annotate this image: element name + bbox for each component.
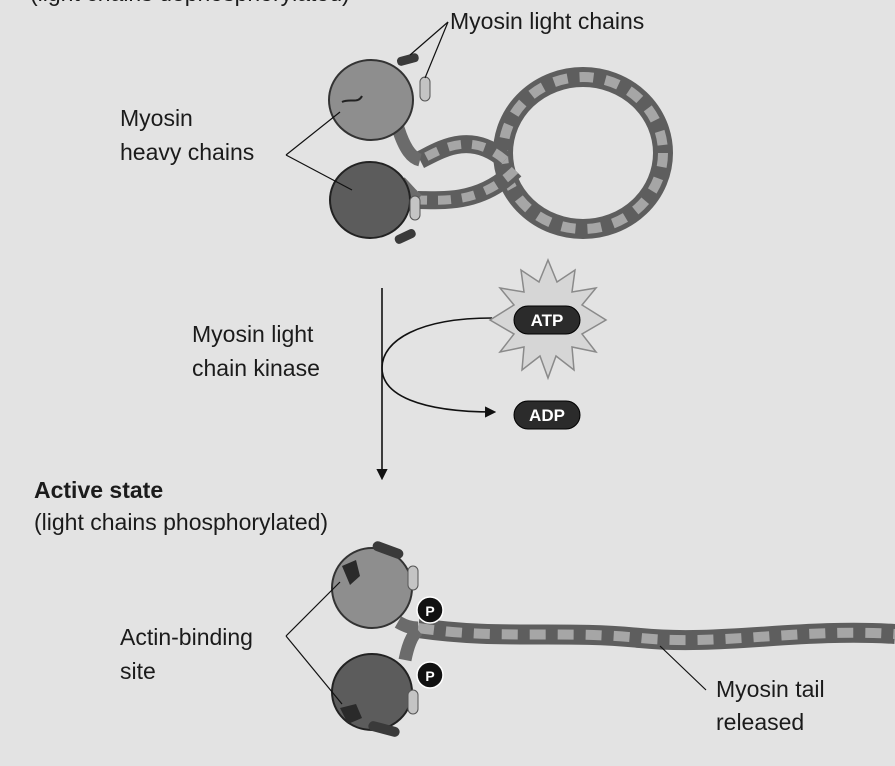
atp-label: ATP [531,311,564,330]
upper-myosin-head [328,59,414,141]
phosphate-upper [416,596,444,624]
active-light-chain-dark-top [372,541,404,559]
light-chain-dark-bottom [394,229,416,244]
actin-binding-label-line2: site [120,658,156,684]
lower-actin-binding-site [340,704,362,724]
active-myosin: P P [285,541,895,737]
light-chain-light-top [419,76,431,102]
lower-myosin-head [329,161,411,239]
myosin-heavy-chains-label-line2: heavy chains [120,139,255,165]
kinase-label-line2: chain kinase [192,355,320,381]
phosphate-upper-label: P [425,603,434,619]
light-chain-light-bottom [409,195,421,221]
myosin-heavy-chains-label-line1: Myosin [120,105,193,131]
actin-binding-label-line1: Actin-binding [120,624,253,650]
reaction-arrows [376,288,497,481]
phosphate-lower [416,661,444,689]
active-light-chain-light-bottom [407,689,419,715]
light-chain-dark-top [396,53,419,66]
active-light-chain-dark-bottom [368,721,400,737]
tail-released-label-line1: Myosin tail [716,676,825,702]
upper-active-head [331,547,413,629]
folded-tail-loop [415,67,673,239]
active-state-subtitle: (light chains phosphorylated) [34,509,329,535]
extended-tail [416,618,895,651]
atp-pill [513,305,581,335]
active-light-chain-light-top [407,565,419,591]
phosphate-lower-label: P [425,668,434,684]
inactive-myosin [285,21,673,244]
kinase-label-line1: Myosin light [192,321,314,347]
atp-burst: ATP [488,258,608,381]
upper-actin-binding-site [342,560,360,585]
adp-label: ADP [529,406,565,425]
lower-active-head [331,653,413,731]
myosin-light-chains-label: Myosin light chains [450,8,645,34]
tail-released-label-line2: released [716,709,805,735]
top-fragment-label: (light chains dephosphorylated) [30,0,350,9]
active-state-title: Active state [34,477,164,503]
curved-reaction-arrow [381,317,497,418]
adp-pill [513,400,581,430]
adp-product: ADP [513,400,581,430]
